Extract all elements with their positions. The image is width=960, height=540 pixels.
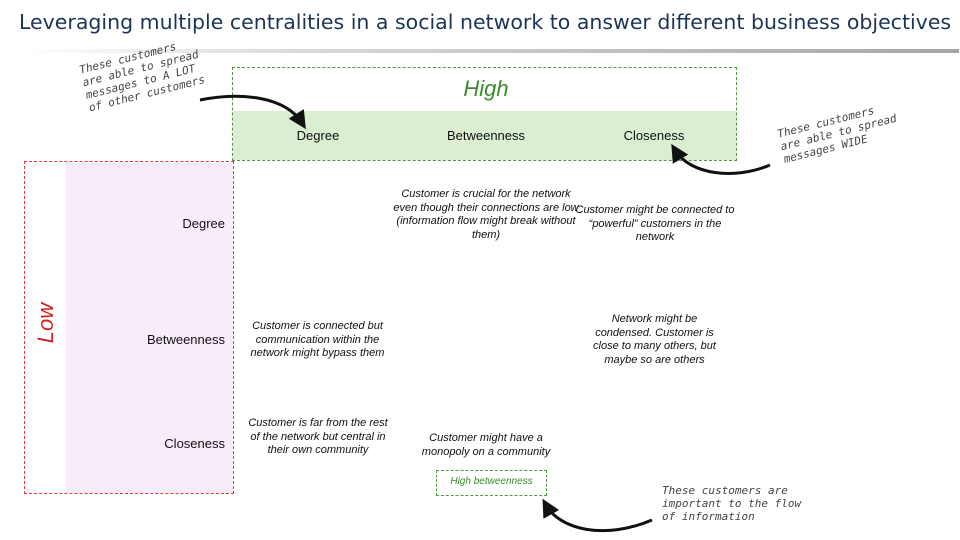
title-underline — [19, 49, 959, 53]
cell-closeness-degree: Customer is far from the rest of the net… — [248, 417, 388, 456]
high-betweenness-box — [436, 470, 547, 496]
cell-closeness-betweenness: Customer might have a monopoly on a comm… — [421, 432, 551, 458]
high-label: High — [463, 76, 509, 101]
column-header-degree: Degree — [296, 128, 340, 143]
row-header-betweenness: Betweenness — [146, 332, 225, 347]
low-header-band — [66, 162, 233, 493]
high-header-box — [232, 67, 737, 161]
annotation-betweenness: These customers are important to the flo… — [662, 484, 802, 523]
cell-degree-closeness: Customer might be connected to “powerful… — [575, 204, 735, 243]
low-header-box — [24, 161, 234, 494]
column-header-betweenness: Betweenness — [446, 128, 526, 143]
cell-betweenness-closeness: Network might be condensed. Customer is … — [593, 313, 716, 366]
degree-arrow — [199, 94, 306, 130]
row-header-closeness: Closeness — [164, 436, 225, 451]
betweenness-arrow — [542, 498, 653, 533]
row-header-degree: Degree — [182, 216, 225, 231]
cell-betweenness-degree: Customer is connected but communication … — [250, 320, 385, 359]
high-header-band — [233, 111, 736, 160]
high-betweenness-label: High betweenness — [450, 476, 533, 487]
cell-degree-betweenness: Customer is crucial for the network even… — [393, 188, 579, 241]
page-title: Leveraging multiple centralities in a so… — [19, 10, 952, 34]
column-header-closeness: Closeness — [623, 128, 685, 143]
closeness-arrow — [671, 143, 771, 175]
